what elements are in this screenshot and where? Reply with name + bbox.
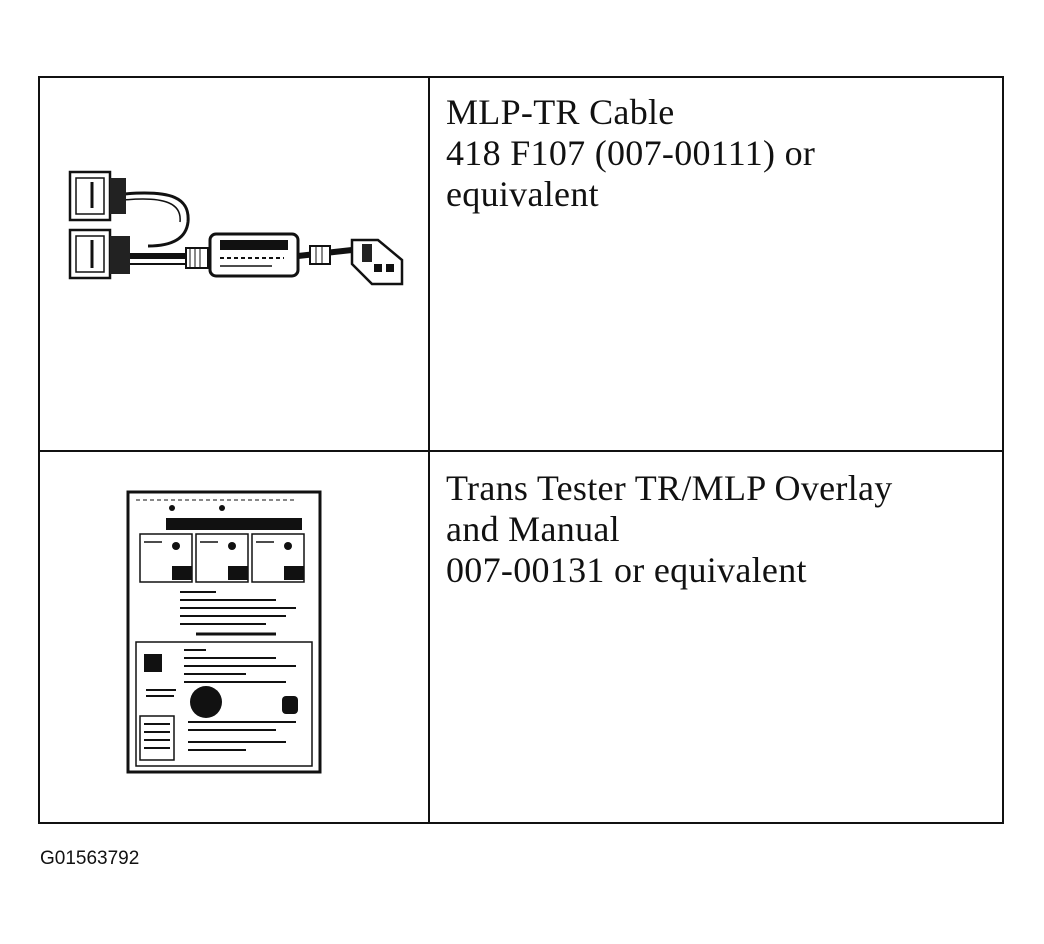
overlay-name: Trans Tester TR/MLP Overlay xyxy=(446,468,893,508)
cable-description: MLP-TR Cable 418 F107 (007-00111) or equ… xyxy=(446,92,815,215)
tool-table: MLP-TR Cable 418 F107 (007-00111) or equ… xyxy=(38,76,1004,824)
cable-name: MLP-TR Cable xyxy=(446,92,675,132)
cable-note: equivalent xyxy=(446,174,599,214)
figure-id: G01563792 xyxy=(40,848,140,869)
mlp-tr-cable-icon xyxy=(68,170,404,286)
overlay-name-cont: and Manual xyxy=(446,509,620,549)
row-divider xyxy=(40,450,1002,452)
cable-part-number: 418 F107 (007-00111) or xyxy=(446,133,816,173)
trans-tester-overlay-icon xyxy=(126,490,322,774)
overlay-part-number: 007-00131 or equivalent xyxy=(446,550,807,590)
overlay-description: Trans Tester TR/MLP Overlay and Manual 0… xyxy=(446,468,893,591)
